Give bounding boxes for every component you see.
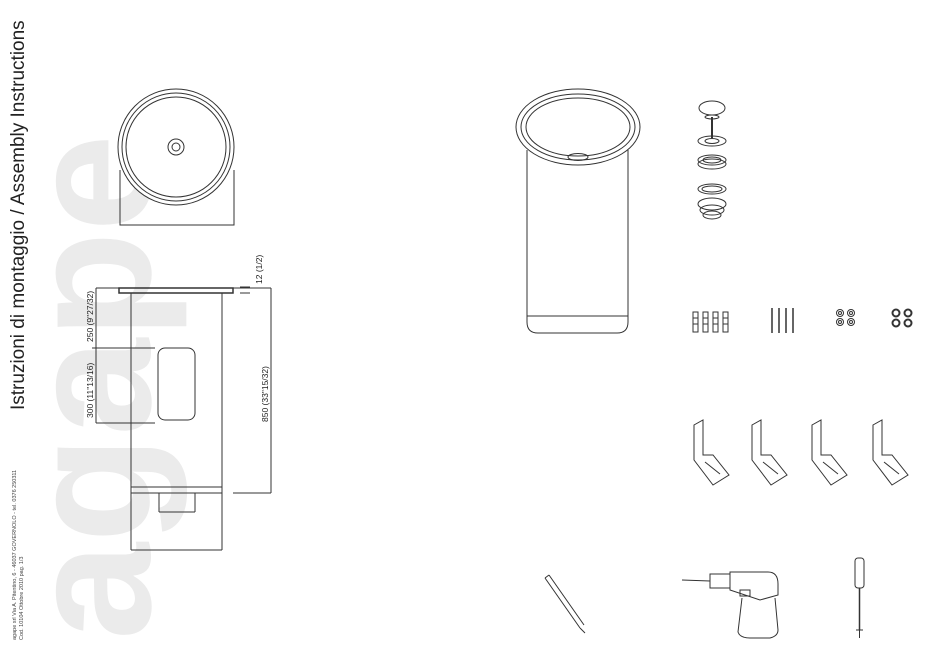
dimension-total-label: 850 (33"15/32) xyxy=(260,366,270,422)
dimension-upper-label: 250 (9"27/32) xyxy=(85,291,95,342)
dimension-opening-label: 300 (11"13/16) xyxy=(85,363,95,418)
dimension-rim-label: 12 (1/2) xyxy=(254,255,264,284)
